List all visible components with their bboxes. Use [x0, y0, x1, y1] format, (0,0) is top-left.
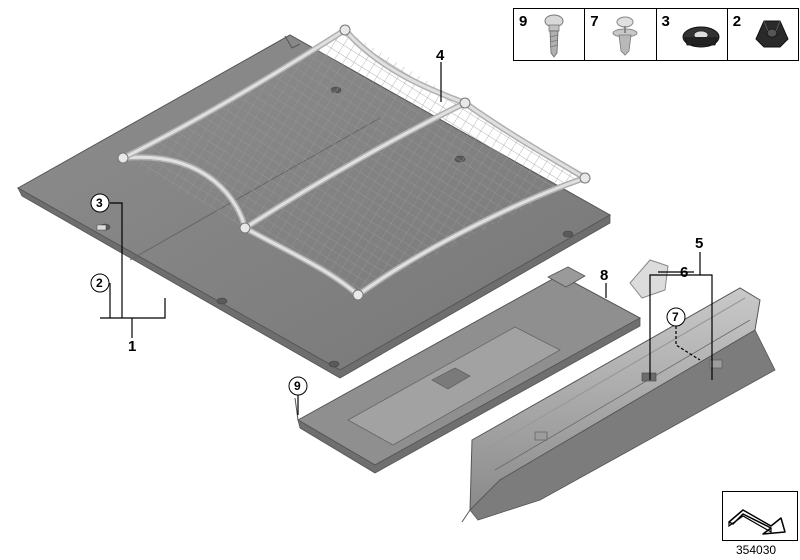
legend-number: 3: [661, 13, 670, 30]
callout-6: 6: [680, 264, 688, 281]
luggage-net: [117, 24, 591, 301]
loading-sill-trim: [461, 287, 776, 523]
fastener-legend: 9 7 3 2: [513, 8, 799, 61]
svg-text:5: 5: [695, 235, 703, 252]
callout-1: 1: [128, 338, 136, 355]
legend-cell-grommet: 3: [657, 9, 728, 60]
svg-text:2: 2: [96, 276, 103, 290]
callout-5: 5: [695, 235, 703, 252]
callout-3: 3: [90, 193, 110, 213]
legend-number: 9: [519, 13, 528, 30]
legend-cell-clip-nut: 2: [728, 9, 798, 60]
svg-text:9: 9: [294, 379, 301, 393]
svg-text:8: 8: [600, 267, 608, 284]
svg-text:4: 4: [436, 47, 445, 64]
reference-box: [722, 491, 798, 541]
callout-4: 4: [436, 47, 445, 64]
net-hooks: [117, 24, 591, 301]
legend-cell-push-rivet: 7: [585, 9, 657, 60]
reference-number: 354030: [736, 543, 777, 557]
callout-9: 9: [288, 376, 308, 396]
svg-text:1: 1: [128, 338, 136, 355]
leader-lines: [100, 62, 713, 415]
bent-arrow-icon: [728, 509, 786, 535]
clip-nut-icon: [755, 20, 789, 48]
legend-cell-screw: 9: [514, 9, 586, 60]
trim-cap: [629, 259, 669, 299]
push-rivet-icon: [612, 16, 638, 56]
screw-icon: [544, 14, 564, 58]
svg-text:7: 7: [672, 310, 679, 324]
callout-8: 8: [600, 267, 608, 284]
grommet-icon: [682, 26, 719, 48]
callout-7: 7: [666, 307, 686, 327]
cover-panel: [294, 266, 642, 474]
svg-text:3: 3: [96, 196, 103, 210]
legend-number: 7: [590, 13, 599, 30]
svg-text:6: 6: [680, 264, 688, 281]
callout-2: 2: [90, 273, 110, 293]
legend-number: 2: [732, 13, 742, 30]
